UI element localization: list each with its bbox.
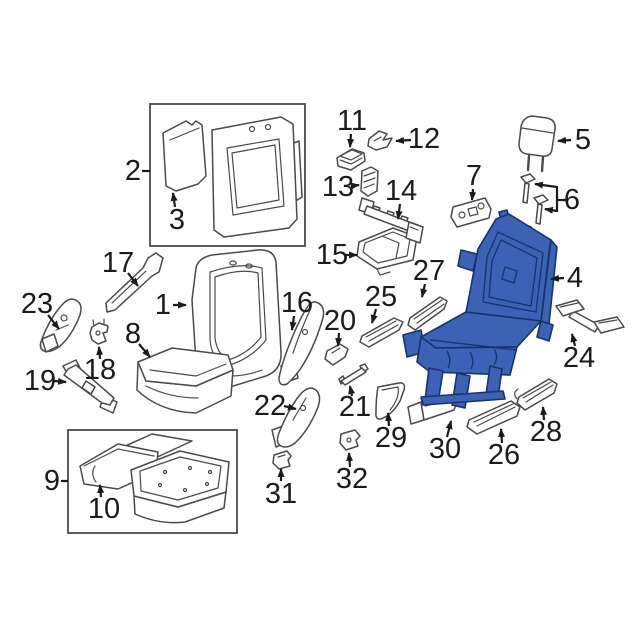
callout-6-arrow bbox=[544, 206, 558, 214]
callout-27: 27 bbox=[413, 255, 445, 287]
part-26-track-cover bbox=[466, 400, 521, 435]
callout-13: 13 bbox=[322, 171, 354, 203]
part-29-cover bbox=[375, 382, 406, 420]
callout-14-arrow bbox=[395, 203, 403, 220]
part-11-bumper bbox=[336, 148, 366, 171]
callout-8-arrow bbox=[138, 343, 151, 358]
callout-3-arrow bbox=[170, 192, 178, 208]
part-24-bracket bbox=[555, 299, 625, 334]
callout-6-arrow bbox=[534, 181, 558, 189]
callout-11-arrow bbox=[347, 133, 355, 148]
part-27-trim-rail bbox=[407, 296, 448, 331]
callout-20: 20 bbox=[324, 305, 356, 337]
part-22-side-shield bbox=[271, 387, 321, 448]
callout-15: 15 bbox=[316, 239, 348, 271]
callout-14: 14 bbox=[385, 175, 417, 207]
part-28-track-cover bbox=[514, 378, 558, 411]
callout-11: 11 bbox=[337, 105, 367, 137]
callout-25: 25 bbox=[365, 281, 397, 313]
callout-23-arrow bbox=[47, 314, 60, 330]
part-8-seat-cushion bbox=[136, 347, 234, 414]
callout-19: 19 bbox=[24, 365, 56, 397]
callout-8: 8 bbox=[125, 318, 141, 350]
callout-4-arrow bbox=[550, 274, 565, 282]
callout-21: 21 bbox=[339, 391, 371, 423]
part-9-seat-pan bbox=[130, 450, 230, 524]
part-7-striker-bracket bbox=[450, 197, 492, 228]
group-box-backrest-panels bbox=[149, 103, 306, 247]
callout-12-arrow bbox=[395, 136, 412, 144]
callout-24: 24 bbox=[563, 342, 595, 374]
callout-10: 10 bbox=[88, 493, 120, 525]
callout-9: 9 bbox=[44, 465, 60, 497]
callout-18-arrow bbox=[96, 346, 104, 360]
callout-13-arrow bbox=[350, 182, 360, 190]
callout-28: 28 bbox=[530, 416, 562, 448]
part-14-latch-rail bbox=[358, 197, 424, 244]
callout-29: 29 bbox=[375, 422, 407, 454]
part-16-side-shield bbox=[278, 301, 325, 386]
callout-18: 18 bbox=[84, 354, 116, 386]
callout-16-arrow bbox=[289, 315, 297, 331]
callout-22: 22 bbox=[254, 390, 286, 422]
callout-17: 17 bbox=[102, 247, 134, 279]
callout-3: 3 bbox=[169, 204, 185, 236]
callout-20-arrow bbox=[335, 332, 343, 347]
callout-5: 5 bbox=[575, 124, 591, 156]
callout-23: 23 bbox=[21, 288, 53, 320]
callout-26: 26 bbox=[488, 439, 520, 471]
part-6-guide-pins bbox=[520, 173, 549, 225]
callout-25-arrow bbox=[370, 308, 378, 324]
callout-12: 12 bbox=[408, 123, 440, 155]
callout-31: 31 bbox=[265, 478, 297, 510]
part-4-seat-frame-highlighted bbox=[402, 209, 558, 409]
part-25-trim-rail bbox=[359, 317, 404, 348]
callout-7-arrow bbox=[469, 188, 477, 201]
callout-22-arrow bbox=[283, 403, 297, 411]
callout-21-arrow bbox=[348, 385, 356, 397]
callout-28-arrow bbox=[540, 406, 548, 421]
part-18-clip-bracket bbox=[89, 318, 109, 345]
callout-1: 1 bbox=[155, 289, 171, 321]
callout-32: 32 bbox=[336, 463, 368, 495]
part-21-rod bbox=[338, 363, 369, 386]
callout-30: 30 bbox=[429, 433, 461, 465]
callout-16: 16 bbox=[281, 287, 313, 319]
part-32-clip bbox=[339, 429, 361, 451]
callout-4: 4 bbox=[567, 262, 583, 294]
part-19-support-rail bbox=[62, 359, 118, 414]
callout-6: 6 bbox=[564, 184, 580, 216]
part-5-headrest bbox=[518, 115, 556, 173]
callout-19-arrow bbox=[53, 377, 67, 385]
callout-29-arrow bbox=[385, 412, 393, 427]
callout-24-arrow bbox=[570, 333, 578, 347]
callout-7: 7 bbox=[466, 160, 482, 192]
part-12-clip bbox=[367, 130, 393, 151]
callout-32-arrow bbox=[346, 452, 354, 468]
callout-17-arrow bbox=[127, 272, 139, 287]
callout-5-arrow bbox=[557, 136, 572, 144]
part-13-clip bbox=[360, 166, 379, 197]
callout-27-arrow bbox=[420, 283, 428, 298]
part-2-backrest-back-panel bbox=[211, 116, 303, 238]
callout-26-arrow bbox=[498, 428, 506, 444]
callout-30-arrow bbox=[445, 420, 453, 438]
part-31-clip bbox=[272, 450, 292, 470]
callout-2: 2 bbox=[125, 155, 141, 187]
part-3-backrest-trim-panel bbox=[162, 120, 207, 192]
callout-10-arrow bbox=[97, 484, 105, 498]
